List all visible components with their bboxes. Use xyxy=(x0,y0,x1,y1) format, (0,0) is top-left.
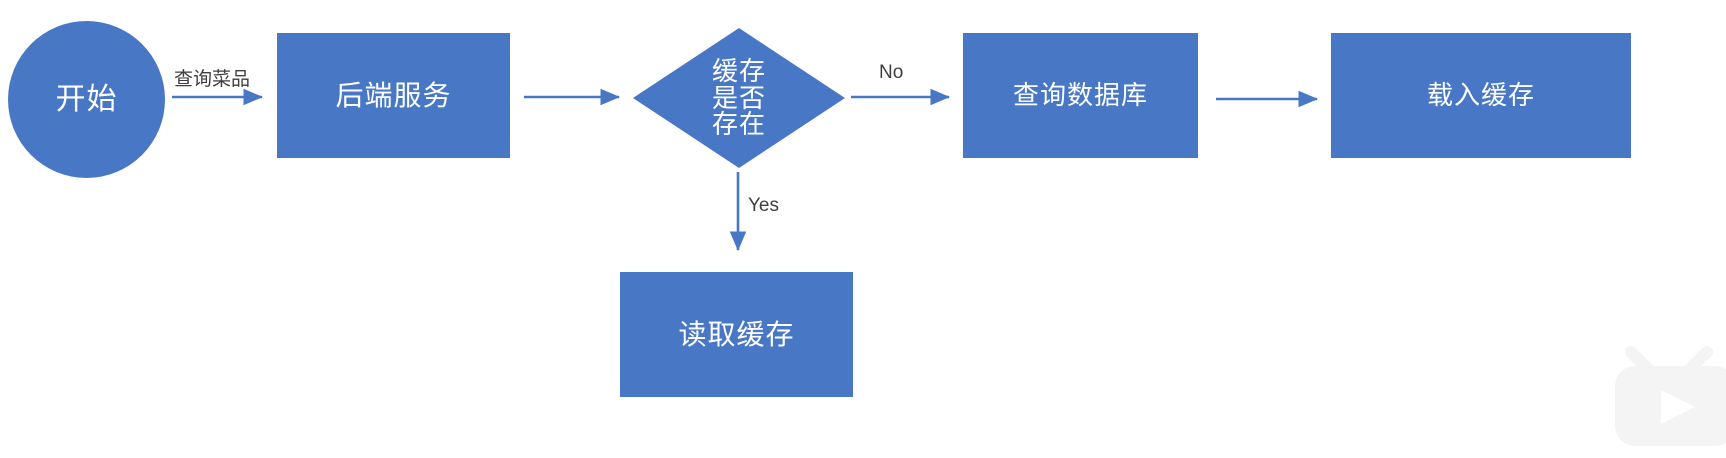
node-read-cache[interactable]: 读取缓存 xyxy=(620,272,853,397)
node-load-cache[interactable]: 载入缓存 xyxy=(1331,33,1631,158)
edge-label-yes: Yes xyxy=(748,195,779,216)
tv-play-logo-watermark xyxy=(1615,346,1726,446)
node-load-cache-label: 载入缓存 xyxy=(1426,80,1535,111)
node-query-database-label: 查询数据库 xyxy=(1012,80,1148,111)
edge-label-no: No xyxy=(879,62,904,83)
node-backend-service-label: 后端服务 xyxy=(335,79,452,111)
node-cache-check[interactable]: 缓存 是否 存在 xyxy=(633,28,845,168)
node-read-cache-label: 读取缓存 xyxy=(678,318,795,350)
node-cache-check-label: 缓存 是否 存在 xyxy=(711,56,766,140)
node-backend-service[interactable]: 后端服务 xyxy=(277,33,510,158)
node-query-database[interactable]: 查询数据库 xyxy=(963,33,1198,158)
node-start-label: 开始 xyxy=(55,82,118,116)
node-start[interactable]: 开始 xyxy=(8,21,165,178)
diamond-shape-icon xyxy=(633,28,845,168)
edge-label-query-dish: 查询菜品 xyxy=(174,69,251,90)
